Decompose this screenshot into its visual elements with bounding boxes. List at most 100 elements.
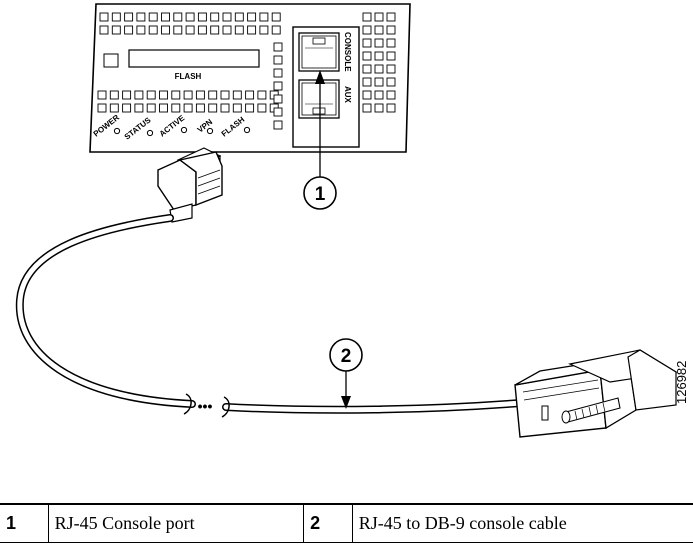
vent-square	[171, 90, 181, 100]
vent-square	[195, 90, 205, 100]
vent-square	[220, 103, 230, 113]
vent-square	[386, 38, 396, 48]
vent-square	[197, 25, 207, 35]
callout-1-number: 1	[315, 184, 326, 205]
rj45-plug	[157, 147, 223, 223]
callout-2-arrow	[341, 371, 351, 409]
led-status	[146, 129, 154, 137]
vent-square	[210, 25, 220, 35]
vent-square	[97, 90, 107, 100]
legend-table: 1 RJ-45 Console port 2 RJ-45 to DB-9 con…	[0, 505, 693, 543]
vent-square	[232, 103, 242, 113]
vent-square	[362, 77, 372, 87]
vent-square	[386, 25, 396, 35]
vent-square	[109, 90, 119, 100]
legend-text-1: RJ-45 Console port	[48, 505, 305, 543]
vent-square	[271, 12, 281, 22]
vent-square	[134, 103, 144, 113]
led-power	[113, 127, 121, 135]
led-vpn	[206, 127, 214, 135]
figure-number: 126982	[674, 361, 689, 404]
console-cable	[15, 214, 524, 418]
vent-square	[210, 12, 220, 22]
vent-square	[122, 103, 132, 113]
vent-square	[159, 103, 168, 113]
vent-square	[386, 77, 396, 87]
vent-square	[111, 25, 121, 35]
vent-square	[386, 51, 396, 61]
vent-square	[222, 25, 232, 35]
vent-square	[362, 90, 372, 100]
vent-square	[374, 38, 384, 48]
led-flash	[243, 126, 251, 134]
vent-square	[386, 12, 396, 22]
vent-square	[273, 68, 283, 78]
vent-square	[234, 25, 244, 35]
vent-square	[109, 103, 119, 113]
legend-row: 1 RJ-45 Console port 2 RJ-45 to DB-9 con…	[0, 505, 693, 543]
vent-square	[220, 90, 230, 100]
vent-square	[159, 90, 168, 100]
vent-square	[173, 12, 183, 22]
vent-square	[136, 25, 146, 35]
slot-indicator	[103, 53, 119, 68]
vent-square	[273, 55, 283, 65]
callout-legend: 1 RJ-45 Console port 2 RJ-45 to DB-9 con…	[0, 503, 693, 545]
vent-square	[273, 120, 283, 130]
vent-square	[148, 25, 158, 35]
vent-square	[362, 12, 372, 22]
callout-1	[303, 176, 337, 210]
console-port-label: CONSOLE	[343, 32, 352, 72]
aux-port-label: AUX	[343, 86, 352, 104]
vent-square	[374, 90, 384, 100]
console-aux-port-panel: CONSOLE AUX	[292, 26, 360, 148]
vent-square	[247, 12, 257, 22]
aux-port[interactable]	[298, 79, 340, 119]
vent-square	[97, 103, 107, 113]
vent-square	[259, 12, 269, 22]
vent-square	[185, 25, 195, 35]
console-connection-diagram: FLASH POWER STATUS ACTIVE VPN FLASH	[15, 3, 689, 438]
vent-square	[146, 103, 156, 113]
vent-square	[245, 103, 255, 113]
vent-square	[386, 90, 396, 100]
vent-square	[208, 90, 218, 100]
vent-square	[362, 38, 372, 48]
vent-square	[362, 64, 372, 74]
vent-square	[362, 51, 372, 61]
vent-square	[374, 12, 384, 22]
vent-square	[136, 12, 146, 22]
vent-square	[362, 25, 372, 35]
callout-2-number: 2	[341, 346, 352, 367]
vent-square	[257, 103, 267, 113]
vent-square	[273, 81, 283, 91]
console-port[interactable]	[298, 32, 340, 72]
vent-square	[183, 90, 193, 100]
vent-square	[173, 25, 183, 35]
vent-square	[124, 12, 134, 22]
vent-square	[257, 90, 267, 100]
vent-square	[374, 77, 384, 87]
vent-square	[273, 107, 283, 117]
vent-square	[197, 12, 207, 22]
vent-square	[122, 90, 132, 100]
vent-square	[386, 103, 396, 113]
vent-square	[185, 12, 195, 22]
flash-slot-label: FLASH	[175, 72, 202, 81]
vent-square	[148, 12, 158, 22]
vent-square	[245, 90, 255, 100]
vent-square	[222, 12, 232, 22]
vent-square	[247, 25, 257, 35]
vent-grid-right	[362, 12, 396, 113]
vent-square	[171, 103, 181, 113]
vent-grid-top	[99, 12, 281, 35]
flash-slot[interactable]	[128, 49, 260, 68]
vent-square	[374, 25, 384, 35]
legend-number-2: 2	[303, 505, 353, 543]
legend-text-2: RJ-45 to DB-9 console cable	[352, 505, 693, 543]
vent-square	[161, 12, 170, 22]
vent-square	[234, 12, 244, 22]
vent-square	[195, 103, 205, 113]
vent-square	[134, 90, 144, 100]
led-active	[180, 126, 188, 134]
